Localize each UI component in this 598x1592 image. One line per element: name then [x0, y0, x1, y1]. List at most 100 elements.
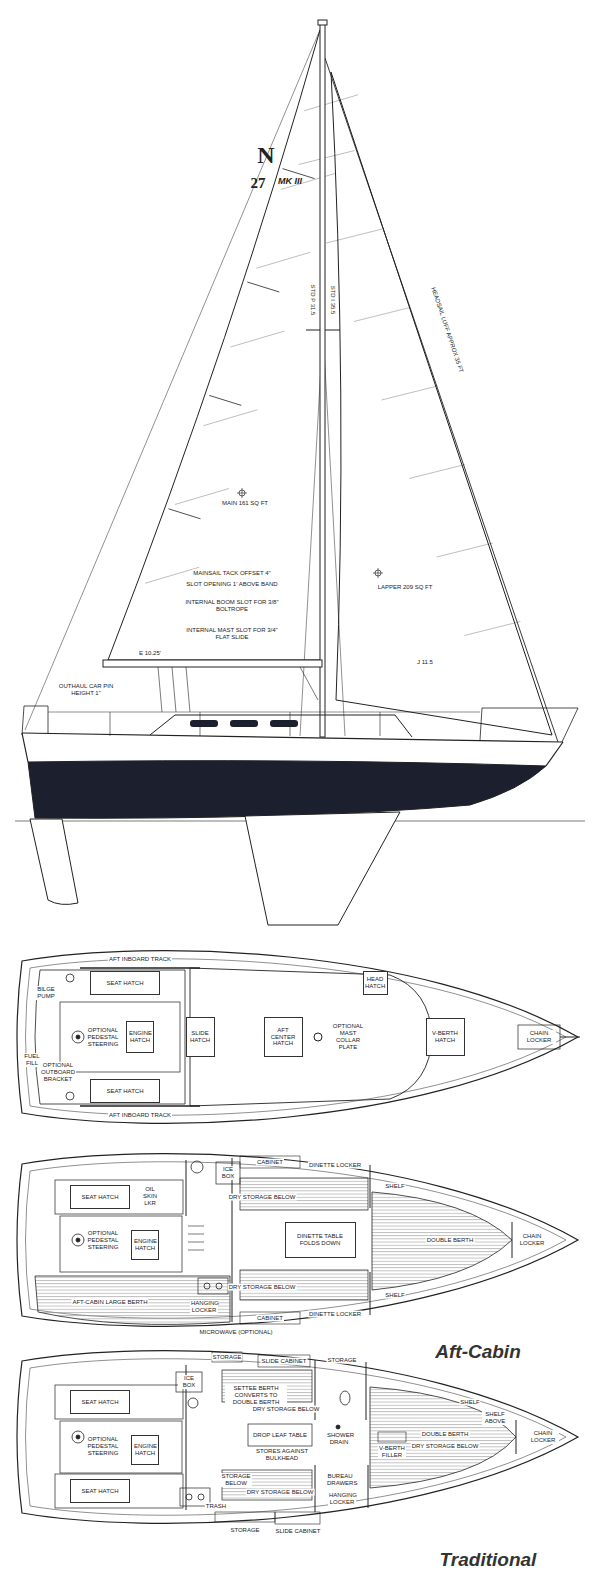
- mainsail: [108, 30, 320, 660]
- hatch-label: DINETTE TABLE FOLDS DOWN: [287, 1233, 353, 1247]
- sail-seam: [203, 410, 257, 426]
- part-label: STORES AGAINST BULKHEAD: [251, 1448, 313, 1462]
- hatch-box: SEAT HATCH: [90, 971, 160, 995]
- part-label: SLIDE CABINET: [274, 1528, 321, 1535]
- class-logo: N: [256, 142, 275, 170]
- part-label: CHAIN LOCKER: [527, 1430, 559, 1444]
- bulkhead: [370, 1272, 371, 1315]
- stem: [546, 742, 563, 766]
- hatch-label: AFT CENTER HATCH: [266, 1027, 300, 1048]
- hatch-label: ENGINE HATCH: [134, 1443, 156, 1457]
- companion-step: [188, 1250, 204, 1251]
- cockpit-well: [60, 1421, 182, 1473]
- pedestal: [76, 1435, 80, 1439]
- part-label: SETTEE BERTH CONVERTS TO DOUBLE BERTH: [225, 1385, 287, 1406]
- mast: [320, 22, 325, 737]
- cockpit-well: [60, 1002, 180, 1072]
- sink: [188, 1398, 198, 1408]
- part-label: OPTIONAL PEDESTAL STEERING: [85, 1230, 121, 1251]
- stanchion: [200, 712, 201, 736]
- burner: [216, 1283, 222, 1289]
- part-label: OPTIONAL PEDESTAL STEERING: [85, 1436, 121, 1457]
- pedestal: [76, 1035, 80, 1039]
- sail-seam: [304, 95, 358, 111]
- hatch-label: SEAT HATCH: [106, 980, 143, 987]
- part-label: STORAGE: [326, 1357, 357, 1364]
- batten: [209, 395, 241, 405]
- companion-step: [188, 1234, 204, 1235]
- cockpit-well: [60, 1216, 182, 1272]
- port-light: [230, 720, 258, 727]
- part-label: E 10.25': [138, 650, 162, 657]
- part-label: STD I 35.5: [330, 285, 337, 316]
- part-label: OPTIONAL MAST COLLAR PLATE: [330, 1023, 366, 1051]
- hatch-box: V-BERTH HATCH: [426, 1018, 465, 1056]
- view-caption: Traditional: [439, 1549, 538, 1571]
- bulkhead: [232, 1158, 233, 1322]
- hatch-box: ENGINE HATCH: [131, 1435, 159, 1465]
- pedestal: [72, 1031, 84, 1043]
- part-label: STORAGE: [229, 1527, 260, 1534]
- stern-pulpit: [22, 706, 48, 735]
- stove: [198, 1278, 228, 1294]
- cabin-trunk: [190, 968, 432, 1106]
- part-label: BILGE PUMP: [33, 986, 59, 1000]
- part-label: BUREAU DRAWERS: [326, 1473, 354, 1487]
- deck-outline: [17, 951, 578, 1124]
- part-label: OPTIONAL OUTBOARD BRACKET: [40, 1062, 76, 1083]
- shower-drain: [336, 1425, 340, 1429]
- batten: [247, 282, 279, 292]
- hatch-box: HEAD HATCH: [363, 971, 388, 995]
- part-label: STD P 31.5: [310, 284, 317, 317]
- burner: [186, 1494, 192, 1500]
- stanchion: [380, 712, 381, 736]
- pedestal: [72, 1431, 84, 1443]
- sail-seam: [437, 543, 493, 557]
- part-label: MAINSAIL TACK OFFSET 4": [192, 570, 271, 577]
- part-label: INTERNAL MAST SLOT FOR 3/4" FLAT SLIDE: [183, 627, 281, 641]
- aft-cabin-outline: [17, 1154, 578, 1327]
- hatch-label: ENGINE HATCH: [129, 1030, 151, 1044]
- hatch-box: SLIDE HATCH: [186, 1017, 215, 1057]
- traditional-outline: [17, 1351, 578, 1524]
- mainsheet: [186, 667, 190, 712]
- part-label: LAPPER 209 SQ FT: [377, 584, 434, 591]
- part-label: CHAIN LOCKER: [522, 1030, 556, 1044]
- sink: [191, 1161, 203, 1173]
- rudder: [30, 819, 78, 904]
- part-label: SLIDE CABINET: [260, 1358, 307, 1365]
- part-label: SLOT OPENING 1' ABOVE BAND: [185, 581, 278, 588]
- v-berth: [372, 1192, 512, 1290]
- part-label: FUEL FILL: [22, 1053, 42, 1067]
- sheer-line: [22, 733, 563, 742]
- companion-step: [188, 1226, 204, 1227]
- cockpit-seat: [55, 1385, 183, 1419]
- part-label: ICE BOX: [178, 1375, 200, 1389]
- part-label: AFT INBOARD TRACK: [108, 1112, 172, 1119]
- companion-step: [188, 1242, 204, 1243]
- cockpit-seat: [55, 1474, 183, 1508]
- part-label: CABINET: [256, 1159, 284, 1166]
- port-light: [190, 720, 218, 727]
- batten: [169, 509, 201, 519]
- class-logo: 27: [250, 175, 267, 192]
- sail-seam: [256, 252, 310, 268]
- part-label: DINETTE LOCKER: [308, 1162, 362, 1169]
- cockpit-seat: [55, 1180, 183, 1214]
- hatch-box: AFT CENTER HATCH: [264, 1017, 303, 1057]
- part-label: DOUBLE BERTH: [421, 1431, 470, 1438]
- part-label: TRASH: [205, 1503, 227, 1510]
- mainsheet: [172, 667, 176, 712]
- bulkhead: [315, 1465, 316, 1512]
- backstay: [25, 25, 322, 730]
- bottom-paint: [28, 761, 546, 819]
- cabin-house: [150, 715, 412, 737]
- part-label: SHOWER DRAIN: [326, 1432, 352, 1446]
- inboard-track: [80, 1105, 200, 1106]
- part-label: HANGING LOCKER: [190, 1300, 218, 1314]
- storage: [212, 1352, 242, 1362]
- hatch-label: V-BERTH HATCH: [428, 1030, 462, 1044]
- part-label: SHELF ABOVE: [482, 1411, 508, 1425]
- fin-keel: [245, 812, 400, 925]
- chain-locker-bulkhead: [512, 1222, 513, 1258]
